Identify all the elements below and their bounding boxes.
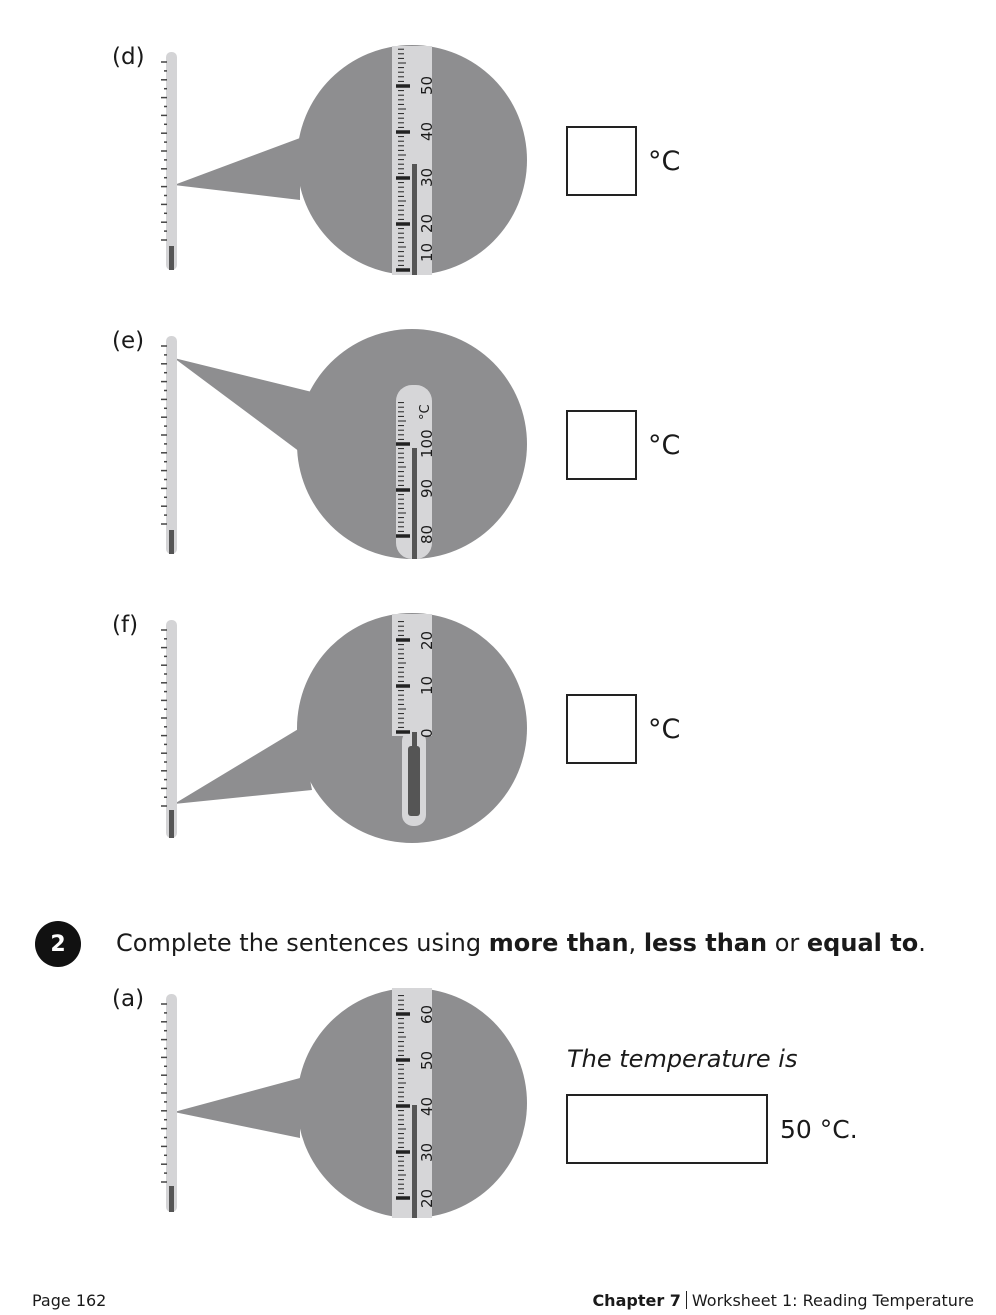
small-thermometer-d [161,52,177,270]
worksheet-title: Worksheet 1: Reading Temperature [691,1291,974,1310]
small-thermometer-a [161,994,177,1212]
mercury-column-e [412,448,417,559]
zoom-circle-e [297,329,527,559]
item-label-f: (f) [112,612,139,638]
answer-box-e[interactable] [566,410,637,480]
zoom-tick-label: 50 [418,75,436,95]
chapter-label: Chapter 7 [592,1291,681,1310]
zoom-pointer-e [174,358,312,452]
mercury-bulb-f [408,746,420,816]
item-label-e: (e) [112,328,145,354]
small-thermometer-e [161,336,177,554]
zoom-tick-label: 60 [418,1004,436,1024]
zoom-tick-label: 20 [418,630,436,650]
zoom-tick-label: 30 [418,1142,436,1162]
answer-box-d[interactable] [566,126,637,196]
zoom-pointer-f [174,728,312,804]
zoom-tick-label: 30 [418,167,436,187]
zoom-tick-label: 80 [418,524,436,544]
mercury-column-d [412,164,417,275]
zoom-pointer-d [174,138,300,200]
zoom-tick-label: 20 [418,213,436,233]
zoom-tick-label: 40 [418,1096,436,1116]
sentence-start: The temperature is [567,1045,798,1073]
zoom-tick-label: 100 [418,429,436,458]
zoom-tick-label: 50 [418,1050,436,1070]
zoom-tick-label: 10 [418,675,436,695]
answer-box-comparison[interactable] [566,1094,768,1164]
zoom-tick-label: 0 [418,728,436,738]
sentence-end: 50 °C. [780,1115,858,1144]
zoom-circle-f [297,613,527,843]
zoom-circle-a [297,988,527,1218]
unit-label-e: °C [648,430,681,461]
page-number: Page 162 [32,1291,107,1310]
unit-label-f: °C [648,714,681,745]
small-thermometer-f [161,620,177,838]
mercury-column-f [412,732,417,748]
answer-box-f[interactable] [566,694,637,764]
zoom-unit-label: °C [418,404,433,420]
zoom-circle-d [297,45,527,275]
zoom-tick-label: 10 [418,242,436,262]
item-label-a: (a) [112,986,145,1012]
zoom-tick-label: 20 [418,1188,436,1208]
unit-label-d: °C [648,146,681,177]
question-number-badge: 2 [35,921,81,967]
chapter-footer: Chapter 7 Worksheet 1: Reading Temperatur… [592,1291,974,1310]
mercury-column-a [412,1105,417,1218]
item-label-d: (d) [112,44,145,70]
zoom-tick-label: 40 [418,121,436,141]
zoom-pointer-a [174,1078,300,1138]
zoom-tick-label: 90 [418,478,436,498]
question-instruction: Complete the sentences using more than, … [116,929,926,957]
